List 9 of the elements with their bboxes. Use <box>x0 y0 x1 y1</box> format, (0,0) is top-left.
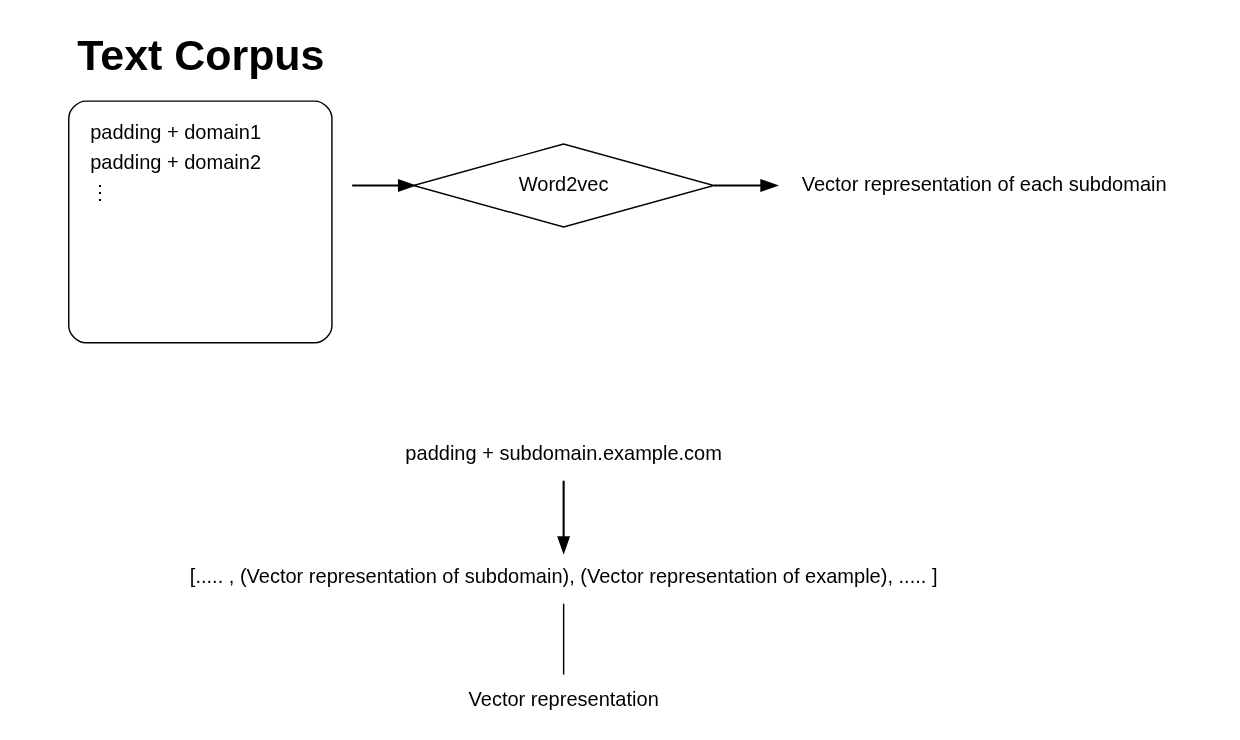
arrow <box>556 480 570 555</box>
node-box: padding + domain1 padding + domain2 ⋮ <box>67 100 333 344</box>
node-text: padding + subdomain.example.com <box>404 441 722 464</box>
arrow <box>351 178 417 192</box>
node-text: [..... , (Vector representation of subdomain), (Vector representation of example), ..... ] <box>189 564 937 587</box>
node-text: Vector representation of each subdomain <box>801 172 1167 195</box>
node-label: Text Corpus <box>76 30 324 79</box>
arrow <box>713 178 779 192</box>
label: Vector representation <box>468 687 659 710</box>
